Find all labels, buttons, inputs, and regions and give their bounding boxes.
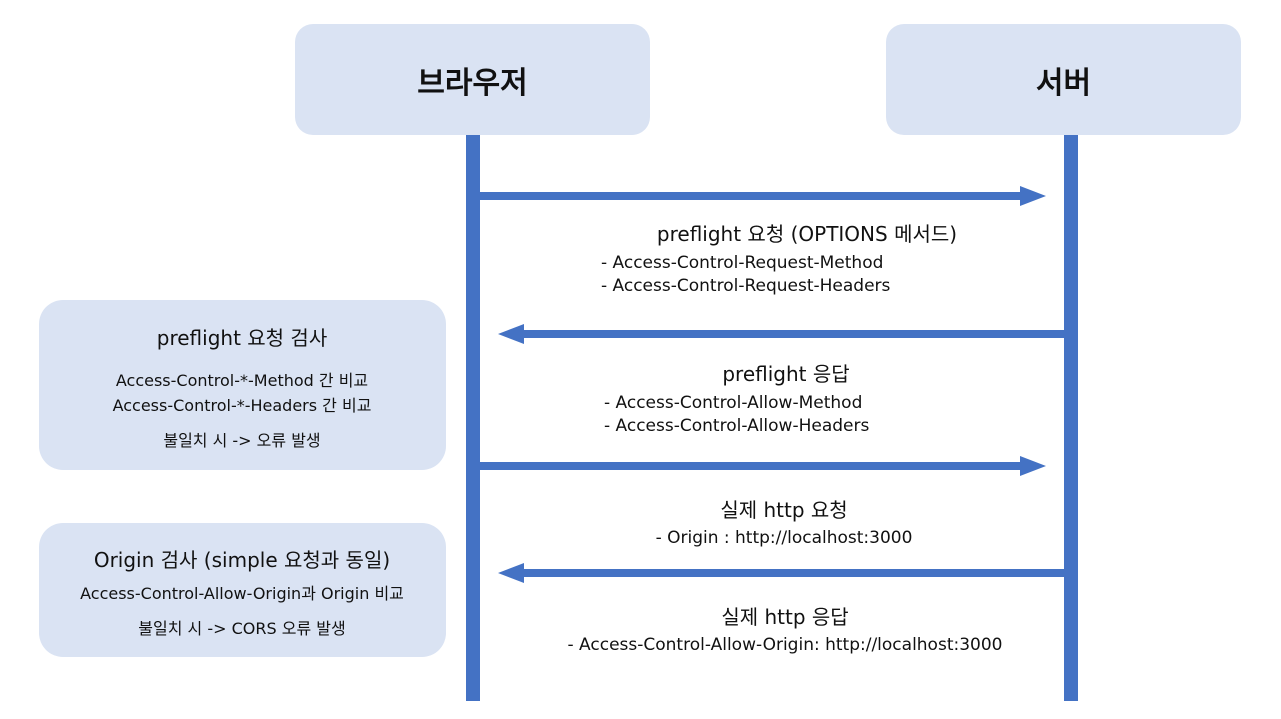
preflight-response-title: preflight 응답 [722,362,850,386]
origin-check-line: 불일치 시 -> CORS 오류 발생 [138,619,346,638]
preflight-check-note: preflight 요청 검사 Access-Control-*-Method … [39,300,446,470]
arrowhead-preflight-response [498,324,524,344]
arrow-actual-response [522,569,1064,577]
origin-check-line: Access-Control-Allow-Origin과 Origin 비교 [80,584,404,603]
arrowhead-preflight-request [1020,186,1046,206]
actual-response-title: 실제 http 응답 [721,605,849,629]
origin-check-title: Origin 검사 (simple 요청과 동일) [93,548,391,572]
preflight-check-title: preflight 요청 검사 [156,326,328,350]
arrowhead-actual-response [498,563,524,583]
browser-actor-label: 브라우저 [417,65,528,101]
arrow-preflight-request [480,192,1026,200]
preflight-check-line: 불일치 시 -> 오류 발생 [163,431,321,450]
server-actor-label: 서버 [1035,65,1092,101]
arrow-preflight-response [522,330,1064,338]
arrow-actual-request [480,462,1026,470]
origin-check-note: Origin 검사 (simple 요청과 동일) Access-Control… [39,523,446,657]
preflight-response-detail: - Access-Control-Allow-Headers [604,416,870,436]
preflight-response-detail: - Access-Control-Allow-Method [604,393,863,413]
browser-lifeline [466,135,480,701]
preflight-check-line: Access-Control-*-Headers 간 비교 [112,396,372,415]
preflight-request-detail: - Access-Control-Request-Headers [601,276,891,296]
preflight-check-line: Access-Control-*-Method 간 비교 [115,371,369,390]
actual-request-detail: - Origin : http://localhost:3000 [655,528,913,548]
preflight-request-title: preflight 요청 (OPTIONS 메서드) [656,222,958,246]
actual-request-title: 실제 http 요청 [720,498,848,522]
browser-actor-box: 브라우저 [295,24,650,135]
server-actor-box: 서버 [886,24,1241,135]
server-lifeline [1064,135,1078,701]
arrowhead-actual-request [1020,456,1046,476]
preflight-request-detail: - Access-Control-Request-Method [601,253,884,273]
actual-response-detail: - Access-Control-Allow-Origin: http://lo… [567,635,1003,655]
